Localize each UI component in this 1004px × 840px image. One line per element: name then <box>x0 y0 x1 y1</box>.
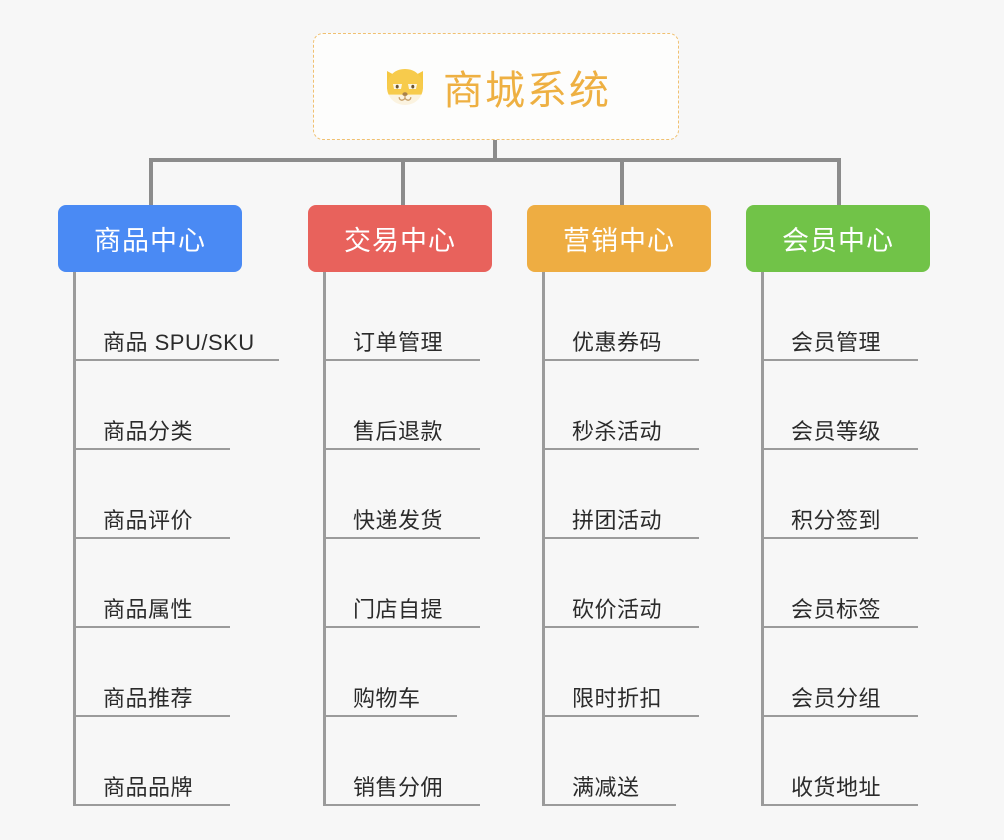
leaf-item[interactable]: 优惠券码 <box>542 272 699 361</box>
category-label: 营销中心 <box>563 226 675 256</box>
leaf-item-label: 商品 SPU/SKU <box>103 329 255 355</box>
leaf-item[interactable]: 积分签到 <box>761 450 918 539</box>
leaf-list: 订单管理售后退款快递发货门店自提购物车销售分佣 <box>323 272 480 806</box>
leaf-item-label: 商品品牌 <box>103 774 194 800</box>
category-label: 商品中心 <box>94 226 206 256</box>
leaf-item-label: 门店自提 <box>353 596 444 622</box>
leaf-spine <box>323 272 326 806</box>
leaf-item-label: 商品分类 <box>103 418 194 444</box>
leaf-item[interactable]: 满减送 <box>542 717 676 806</box>
leaf-item-label: 商品评价 <box>103 507 194 533</box>
leaf-item[interactable]: 商品属性 <box>73 539 230 628</box>
leaf-item-label: 会员分组 <box>791 685 882 711</box>
leaf-item-label: 快递发货 <box>353 507 444 533</box>
leaf-item[interactable]: 会员分组 <box>761 628 918 717</box>
leaf-item-label: 会员标签 <box>791 596 882 622</box>
leaf-item-label: 会员等级 <box>791 418 882 444</box>
connector-drop-4 <box>837 158 841 206</box>
leaf-item[interactable]: 拼团活动 <box>542 450 699 539</box>
shiba-dog-face-icon <box>381 63 429 111</box>
leaf-item-label: 收货地址 <box>791 774 882 800</box>
leaf-item-label: 售后退款 <box>353 418 444 444</box>
leaf-item[interactable]: 订单管理 <box>323 272 480 361</box>
connector-drop-2 <box>401 158 405 206</box>
category-label: 交易中心 <box>344 226 456 256</box>
leaf-item[interactable]: 销售分佣 <box>323 717 480 806</box>
connector-drop-3 <box>620 158 624 206</box>
leaf-item-label: 会员管理 <box>791 329 882 355</box>
connector-root-stem <box>493 140 497 162</box>
root-node[interactable]: 商城系统 <box>313 33 679 140</box>
leaf-item-label: 购物车 <box>353 685 421 711</box>
leaf-item-label: 商品属性 <box>103 596 194 622</box>
leaf-spine <box>542 272 545 806</box>
leaf-list: 优惠券码秒杀活动拼团活动砍价活动限时折扣满减送 <box>542 272 699 806</box>
leaf-item-label: 满减送 <box>572 774 640 800</box>
category-box-4[interactable]: 会员中心 <box>746 205 930 272</box>
leaf-item-label: 订单管理 <box>353 329 444 355</box>
leaf-item[interactable]: 收货地址 <box>761 717 918 806</box>
leaf-list: 会员管理会员等级积分签到会员标签会员分组收货地址 <box>761 272 918 806</box>
leaf-item[interactable]: 会员管理 <box>761 272 918 361</box>
leaf-item[interactable]: 快递发货 <box>323 450 480 539</box>
category-box-3[interactable]: 营销中心 <box>527 205 711 272</box>
leaf-list: 商品 SPU/SKU 商品分类商品评价商品属性商品推荐商品品牌 <box>73 272 279 806</box>
leaf-item[interactable]: 秒杀活动 <box>542 361 699 450</box>
leaf-item[interactable]: 会员等级 <box>761 361 918 450</box>
category-label: 会员中心 <box>782 226 894 256</box>
leaf-item-label: 积分签到 <box>791 507 882 533</box>
leaf-item-label: 销售分佣 <box>353 774 444 800</box>
leaf-spine <box>73 272 76 806</box>
leaf-item[interactable]: 门店自提 <box>323 539 480 628</box>
leaf-item-label: 限时折扣 <box>572 685 663 711</box>
connector-drop-1 <box>149 158 153 206</box>
leaf-item-label: 商品推荐 <box>103 685 194 711</box>
leaf-item[interactable]: 商品评价 <box>73 450 230 539</box>
leaf-item[interactable]: 商品品牌 <box>73 717 230 806</box>
leaf-item-label: 秒杀活动 <box>572 418 663 444</box>
leaf-item-label: 优惠券码 <box>572 329 663 355</box>
leaf-item[interactable]: 会员标签 <box>761 539 918 628</box>
leaf-item[interactable]: 限时折扣 <box>542 628 699 717</box>
root-title: 商城系统 <box>443 68 611 113</box>
leaf-item[interactable]: 商品分类 <box>73 361 230 450</box>
leaf-item-label: 拼团活动 <box>572 507 663 533</box>
leaf-spine <box>761 272 764 806</box>
leaf-item-label: 砍价活动 <box>572 596 663 622</box>
connector-horizontal-bus <box>149 158 839 162</box>
leaf-item[interactable]: 商品推荐 <box>73 628 230 717</box>
leaf-item[interactable]: 砍价活动 <box>542 539 699 628</box>
leaf-item[interactable]: 商品 SPU/SKU <box>73 272 279 361</box>
leaf-item[interactable]: 售后退款 <box>323 361 480 450</box>
category-box-2[interactable]: 交易中心 <box>308 205 492 272</box>
leaf-item[interactable]: 购物车 <box>323 628 457 717</box>
category-box-1[interactable]: 商品中心 <box>58 205 242 272</box>
